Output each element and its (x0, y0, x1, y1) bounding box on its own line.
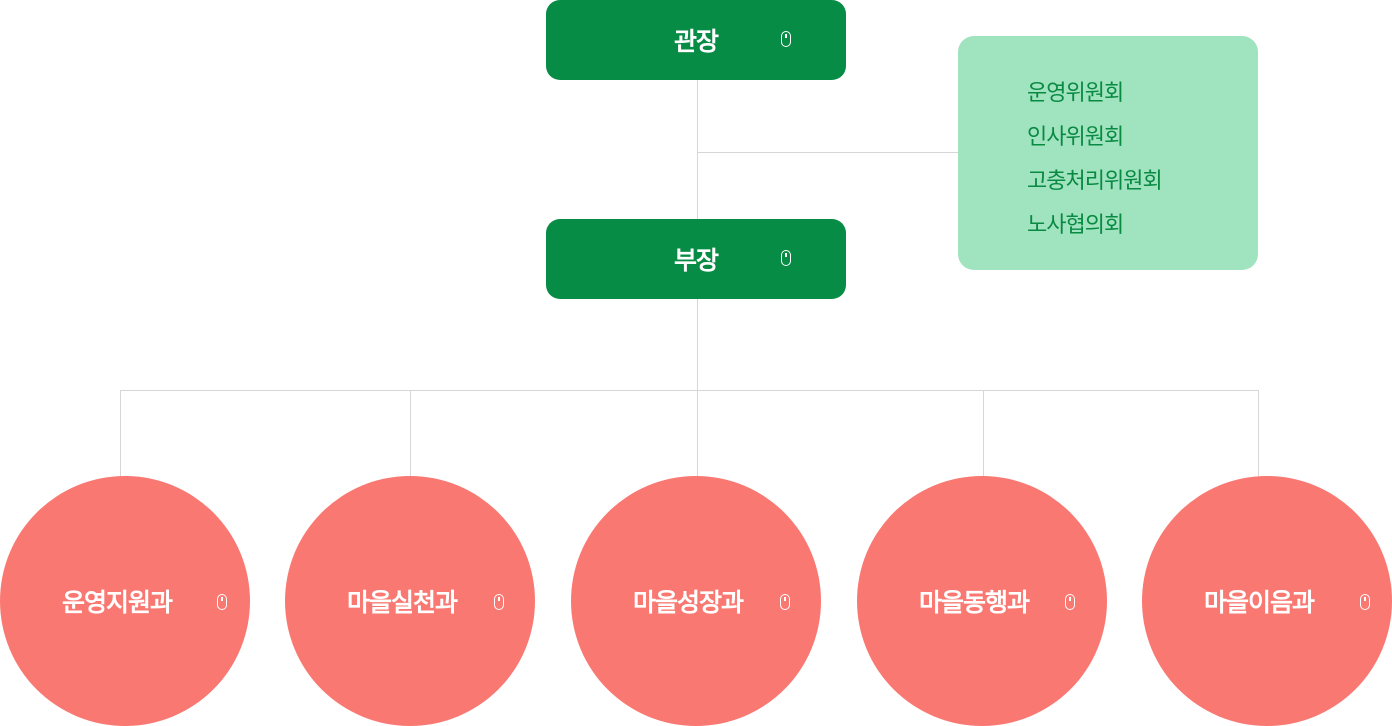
department-node-village-practice[interactable]: 마을실천과 (285, 476, 535, 726)
director-label: 관장 (673, 27, 719, 56)
mouse-icon (1360, 594, 1370, 610)
deputy-node[interactable]: 부장 (546, 219, 846, 299)
department-label: 마을동행과 (919, 588, 1030, 617)
department-node-village-growth[interactable]: 마을성장과 (571, 476, 821, 726)
department-node-operation-support[interactable]: 운영지원과 (0, 476, 250, 726)
connector-department-5 (1258, 390, 1259, 476)
department-label: 마을실천과 (347, 588, 458, 617)
mouse-icon (1065, 594, 1075, 610)
connector-department-2 (410, 390, 411, 476)
connector-committees (697, 152, 959, 153)
mouse-icon (494, 594, 504, 610)
connector-department-bus (120, 390, 1259, 391)
connector-department-1 (120, 390, 121, 476)
mouse-icon (781, 250, 791, 266)
connector-deputy-departments (697, 298, 698, 476)
mouse-icon (217, 594, 227, 610)
committee-item-personnel: 인사위원회 (1027, 125, 1124, 150)
mouse-icon (781, 31, 791, 47)
connector-director-deputy (697, 80, 698, 220)
connector-department-4 (983, 390, 984, 476)
deputy-label: 부장 (673, 246, 719, 275)
committee-panel: 운영위원회 인사위원회 고충처리위원회 노사협의회 (958, 36, 1258, 270)
department-label: 마을이음과 (1204, 588, 1315, 617)
committee-item-labor-management: 노사협의회 (1027, 213, 1124, 238)
department-node-village-connection[interactable]: 마을이음과 (1142, 476, 1392, 726)
director-node[interactable]: 관장 (546, 0, 846, 80)
committee-item-operation: 운영위원회 (1027, 81, 1124, 106)
committee-item-grievance: 고충처리위원회 (1027, 169, 1163, 194)
department-label: 운영지원과 (62, 588, 173, 617)
department-node-village-companion[interactable]: 마을동행과 (857, 476, 1107, 726)
committee-list: 운영위원회 인사위원회 고충처리위원회 노사협의회 (1027, 72, 1163, 248)
department-label: 마을성장과 (633, 588, 744, 617)
mouse-icon (780, 594, 790, 610)
